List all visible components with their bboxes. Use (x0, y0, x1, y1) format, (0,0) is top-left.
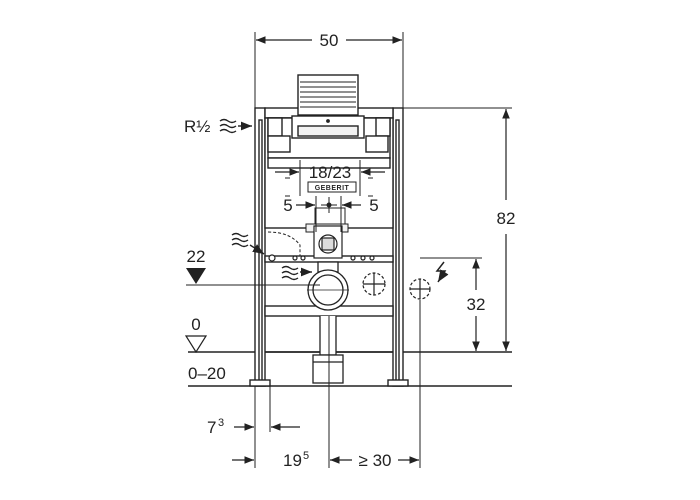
level-22-marker: 22 (186, 247, 320, 286)
upper-height-label: 18/23 (309, 163, 352, 182)
dim-height-32: 32 (420, 257, 486, 351)
dim-height: 82 (403, 107, 516, 351)
dim-19-label: 19 (283, 451, 302, 470)
flush-plate (267, 74, 391, 153)
flush-valve (268, 225, 375, 262)
dim-offsets: 5 5 (283, 196, 379, 232)
lightning-icon (435, 261, 449, 283)
floor-level-marker: 0 0–20 (184, 315, 226, 383)
height-label: 82 (497, 209, 516, 228)
flush-wave-icon (281, 265, 312, 281)
offset-right-label: 5 (369, 196, 378, 215)
dim-19-sup: 5 (303, 450, 309, 462)
width-label: 50 (320, 31, 339, 50)
floor-lines (188, 351, 512, 387)
electric-box (362, 272, 431, 300)
floor-range-label: 0–20 (188, 364, 226, 383)
dim-bottom (232, 300, 421, 468)
drain-bend (307, 261, 349, 384)
level-triangle-outline-icon (184, 335, 208, 354)
level-triangle-icon (186, 268, 206, 284)
dim-width: 50 (254, 31, 404, 108)
level-22-label: 22 (187, 247, 206, 266)
dim-30-label: ≥ 30 (359, 451, 392, 470)
dim-upper-height: 18/23 (275, 160, 385, 196)
water-inlet-label: R½ (184, 117, 210, 136)
floor-level-label: 0 (191, 315, 200, 334)
geberit-logo: GEBERIT (307, 181, 357, 193)
dim-7-sup: 3 (218, 417, 224, 429)
dim-7-label: 7 (207, 418, 216, 437)
height-32-label: 32 (467, 295, 486, 314)
dim-bottom-labels: 7 3 19 5 ≥ 30 (207, 417, 391, 470)
water-wave-icon (219, 118, 252, 134)
water-inlet: R½ (184, 117, 252, 136)
offset-left-label: 5 (283, 196, 292, 215)
drain-wave-icon (231, 232, 265, 255)
brand-text: GEBERIT (315, 185, 350, 192)
